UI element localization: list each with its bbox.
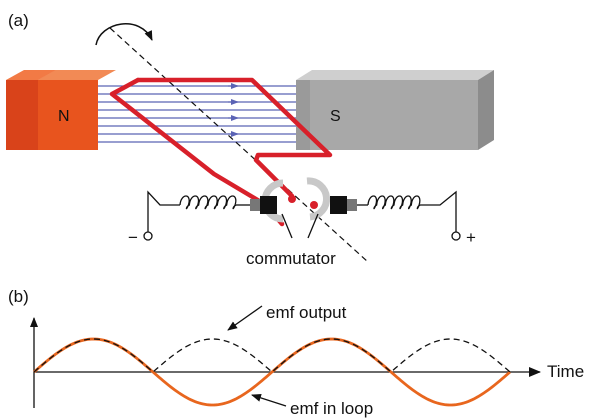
inductor-coil-left xyxy=(179,195,237,210)
brush-contact-left xyxy=(288,195,296,203)
coil-winding xyxy=(179,195,237,210)
brush-right xyxy=(330,196,347,214)
time-axis-label: Time xyxy=(547,362,584,381)
coil-winding xyxy=(367,195,421,210)
commutator-label: commutator xyxy=(246,249,336,268)
panel-a-label: (a) xyxy=(8,11,29,30)
terminal-plus-label: + xyxy=(466,228,476,247)
emf-output-label: emf output xyxy=(266,303,347,322)
terminal-minus xyxy=(143,231,153,241)
commutator-pointers xyxy=(281,213,319,239)
rotation-arrow-icon xyxy=(95,23,153,46)
south-magnet: S xyxy=(296,70,494,150)
brush-contact-right xyxy=(310,201,318,209)
north-pole-label: N xyxy=(58,108,70,125)
terminal-minus-label: − xyxy=(128,228,138,247)
south-pole-label: S xyxy=(330,108,341,125)
emf-output-curve xyxy=(33,338,511,373)
inductor-coil-right xyxy=(367,195,421,210)
brush-left xyxy=(260,196,277,214)
rotation-axis xyxy=(109,27,369,263)
external-circuit xyxy=(147,190,457,232)
magnetic-field-lines xyxy=(98,83,296,143)
emf-in-loop-pointer xyxy=(251,393,287,407)
emf-in-loop-label: emf in loop xyxy=(290,399,373,418)
terminal-plus xyxy=(451,231,461,241)
north-magnet: N xyxy=(6,70,116,150)
emf-output-pointer xyxy=(227,305,263,331)
panel-b-label: (b) xyxy=(8,287,29,306)
